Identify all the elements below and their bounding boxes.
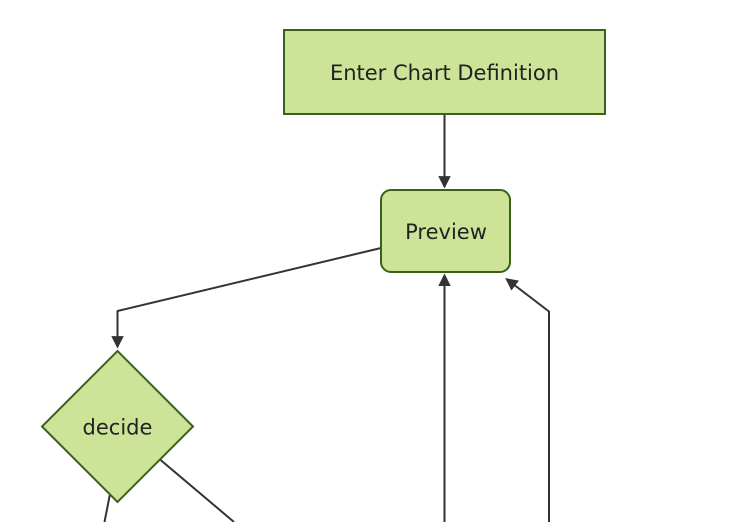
edge-decide-to-offscreen-bottom-right <box>159 458 235 522</box>
edge-decide-to-offscreen-bottom-left <box>103 493 111 522</box>
edge-preview-to-decide <box>111 247 382 349</box>
node-decide-label: decide <box>83 416 153 440</box>
edge-offscreen-bottom-right-to-preview <box>505 278 550 522</box>
node-preview: Preview <box>380 189 511 273</box>
node-enter-chart-definition-label: Enter Chart Definition <box>330 61 559 85</box>
node-enter-chart-definition: Enter Chart Definition <box>283 29 606 115</box>
node-preview-label: Preview <box>405 220 487 244</box>
node-enter-chart-definition-shape <box>283 29 606 115</box>
node-preview-shape <box>380 189 511 273</box>
node-decide: decide <box>40 349 195 504</box>
node-decide-shape <box>40 349 195 504</box>
